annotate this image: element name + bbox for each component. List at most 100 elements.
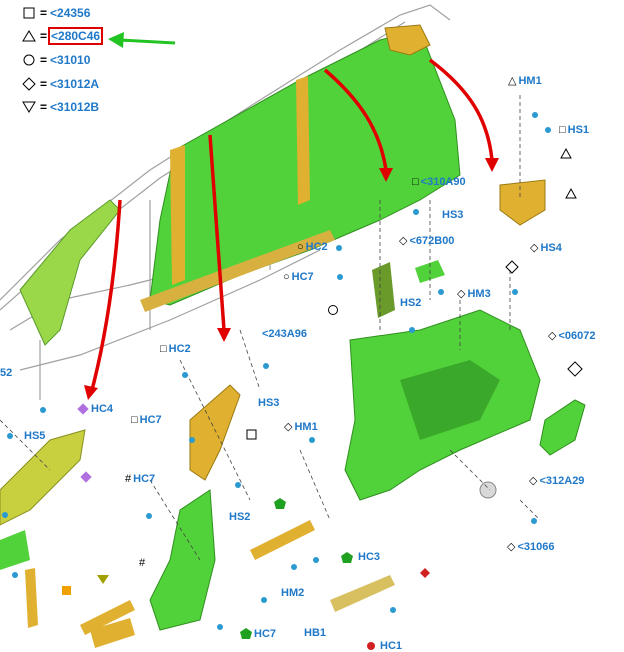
callout-label: <31066 [517, 541, 555, 553]
legend-eq: = [40, 53, 48, 67]
callout-hs4[interactable]: ◇HS4 [530, 242, 562, 254]
callout-label: HS5 [24, 430, 46, 442]
callout-label: HS2 [229, 511, 251, 523]
rear-bracket [499, 179, 546, 226]
callout-label: HC7 [291, 271, 314, 283]
pillar-strip-2 [296, 76, 310, 205]
b-pillar-lower-yellow [189, 384, 241, 481]
side-panel-312a29 [539, 399, 586, 456]
green-pointer-arrow [108, 32, 176, 48]
triangle-down-symbol-icon [22, 101, 36, 113]
callout-label: HM1 [294, 421, 318, 433]
callout-hs2[interactable]: HS2 [400, 297, 421, 309]
pillar-strip-1 [170, 145, 185, 285]
callout-hc7[interactable]: ○HC7 [283, 271, 314, 283]
callout-06072[interactable]: ◇<06072 [548, 330, 596, 342]
trim-recess [400, 360, 500, 440]
callout-label: <312A29 [539, 475, 585, 487]
callout-label: HC3 [358, 551, 381, 563]
callout-hm3[interactable]: ◇HM3 [457, 288, 491, 300]
callout-hs5[interactable]: HS5 [24, 430, 45, 442]
callout-label: HC7 [139, 414, 162, 426]
callout-310a90[interactable]: □<310A90 [412, 176, 466, 188]
green-clip-panel [372, 262, 395, 318]
callout-label: 52 [0, 367, 13, 379]
callout-label: HS2 [400, 297, 422, 309]
circle-symbol-icon [23, 54, 35, 66]
callout-hc2-left[interactable]: □HC2 [160, 343, 191, 355]
diamond-symbol-icon [22, 77, 36, 91]
callout-label: HS3 [442, 209, 464, 221]
callout-label: <06072 [558, 330, 596, 342]
callout-label: HC1 [380, 640, 403, 652]
callout-label: HC7 [254, 628, 277, 640]
legend-circle: = <31010 [22, 51, 90, 69]
square-symbol-icon [23, 7, 35, 19]
callout-hm2[interactable]: HM2 [281, 587, 304, 599]
legend-square: = <24356 [22, 4, 90, 22]
top-bracket [384, 24, 431, 56]
legend-eq: = [40, 6, 48, 20]
callout-label: HM3 [467, 288, 491, 300]
triangle-symbol-icon [22, 30, 36, 42]
sill-strip [140, 230, 335, 312]
callout-hc7-low[interactable]: #HC7 [125, 473, 156, 485]
kick-panel [0, 530, 30, 570]
callout-label: <672B00 [409, 235, 455, 247]
callout-312a29[interactable]: ◇<312A29 [529, 475, 585, 487]
callout-hm1[interactable]: △HM1 [508, 75, 542, 87]
sill-scuff-2 [80, 600, 135, 635]
callout-hc1[interactable]: HC1 [380, 640, 402, 652]
legend-eq: = [40, 100, 48, 114]
callout-hm1-mid[interactable]: ◇HM1 [284, 421, 318, 433]
callout-672b00[interactable]: ◇<672B00 [399, 235, 455, 247]
callout-31066[interactable]: ◇<31066 [507, 541, 555, 553]
callout-label: HC4 [91, 403, 114, 415]
legend-triangle-down: = <31012B [22, 98, 99, 116]
legend-eq: = [40, 77, 48, 91]
sill-scuff-3 [330, 575, 395, 612]
callout-label: HM2 [281, 587, 305, 599]
legend-triangle: = <280C46 [22, 27, 104, 45]
callout-hc7-left[interactable]: □HC7 [131, 414, 162, 426]
red-arrows [90, 58, 494, 391]
legend-code[interactable]: <24356 [50, 6, 91, 20]
callout-label: HS1 [567, 124, 590, 136]
fasteners [2, 112, 551, 630]
red-arrowheads [84, 158, 499, 400]
legend-code[interactable]: <31012A [50, 77, 100, 91]
grommet [479, 481, 497, 499]
callout-52[interactable]: 52 [0, 367, 12, 379]
callout-hash: # [139, 557, 146, 569]
legend-eq: = [40, 29, 48, 43]
callout-hb1[interactable]: HB1 [304, 627, 326, 639]
callout-hs3[interactable]: HS3 [442, 209, 463, 221]
legend-code[interactable]: <31012B [50, 100, 100, 114]
callout-label: HC2 [305, 241, 328, 253]
callout-label: HM1 [518, 75, 542, 87]
callout-label: HC2 [168, 343, 191, 355]
step-trim [90, 618, 135, 648]
callout-243a96[interactable]: <243A96 [262, 328, 307, 340]
callout-hc4[interactable]: HC4 [91, 403, 113, 415]
callout-hc3[interactable]: HC3 [358, 551, 380, 563]
callout-label: HB1 [304, 627, 327, 639]
callout-hs2-low[interactable]: HS2 [229, 511, 250, 523]
legend-code-highlighted[interactable]: <280C46 [48, 27, 104, 45]
callout-hs1[interactable]: □HS1 [559, 124, 590, 136]
callout-label: <310A90 [420, 176, 466, 188]
diagram-symbols [246, 147, 583, 440]
callout-hc2[interactable]: ○HC2 [297, 241, 328, 253]
callout-label: <243A96 [262, 328, 307, 340]
a-pillar-lower-yellow [0, 429, 86, 526]
callout-label: HC7 [133, 473, 156, 485]
leader-lines [0, 95, 541, 561]
callout-hc7-bottom[interactable]: HC7 [254, 628, 276, 640]
legend-code[interactable]: <31010 [50, 53, 91, 67]
sill-scuff-1 [250, 520, 315, 560]
legend-diamond: = <31012A [22, 75, 99, 93]
a-pillar-green [19, 199, 121, 346]
callout-hs3-left[interactable]: HS3 [258, 397, 279, 409]
callout-label: HS4 [540, 242, 562, 254]
